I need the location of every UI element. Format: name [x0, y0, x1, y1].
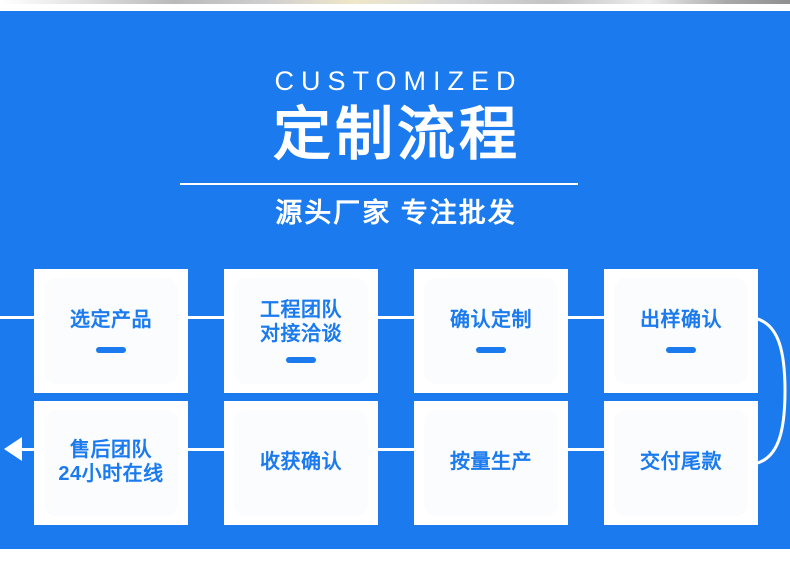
- arrow-left-icon: [4, 437, 22, 461]
- flow-step-row1-4[interactable]: 出样确认: [612, 276, 750, 386]
- process-flow-diagram: 选定产品 工程团队 对接洽谈 确认定制 出样确认 售后团队 24小时在线: [0, 11, 790, 549]
- flow-step-label: 选定产品: [70, 309, 152, 332]
- card-dash: [666, 346, 696, 353]
- page-title: 定制流程: [272, 102, 521, 167]
- connector-row2-4-3: [560, 448, 612, 451]
- card-dash: [286, 356, 316, 363]
- connector-row1-3-4: [560, 316, 612, 319]
- flow-step-row2-2[interactable]: 收获确认: [232, 408, 370, 518]
- top-image-strip: [0, 0, 790, 4]
- flow-step-row1-3[interactable]: 确认定制: [422, 276, 560, 386]
- flow-step-row2-4[interactable]: 交付尾款: [612, 408, 750, 518]
- card-dash: [96, 346, 126, 353]
- connector-row2-3-2: [370, 448, 422, 451]
- flow-step-row2-1[interactable]: 售后团队 24小时在线: [42, 408, 180, 518]
- flow-step-row1-1[interactable]: 选定产品: [42, 276, 180, 386]
- flow-step-label: 确认定制: [450, 309, 532, 332]
- connector-row1-1-2: [180, 316, 232, 319]
- flow-step-label: 工程团队 对接洽谈: [260, 299, 342, 345]
- flow-step-label: 收获确认: [260, 451, 342, 474]
- flow-step-row1-2[interactable]: 工程团队 对接洽谈: [232, 276, 370, 386]
- connector-row2-exit-line: [16, 448, 44, 451]
- flow-step-row2-3[interactable]: 按量生产: [422, 408, 560, 518]
- flow-step-label: 交付尾款: [640, 451, 722, 474]
- flow-step-label: 出样确认: [640, 309, 722, 332]
- flow-step-label: 按量生产: [450, 451, 532, 474]
- card-dash: [476, 346, 506, 353]
- connector-row1-2-3: [370, 316, 422, 319]
- connector-row1-entry: [0, 316, 42, 319]
- title-divider: [180, 183, 578, 185]
- customization-process-panel: CUSTOMIZED 定制流程 源头厂家 专注批发: [0, 11, 790, 549]
- flow-step-label: 售后团队 24小时在线: [58, 439, 164, 485]
- connector-row2-2-1: [180, 448, 232, 451]
- header-kicker: CUSTOMIZED: [274, 66, 523, 96]
- header-subtitle: 源头厂家 专注批发: [275, 198, 517, 228]
